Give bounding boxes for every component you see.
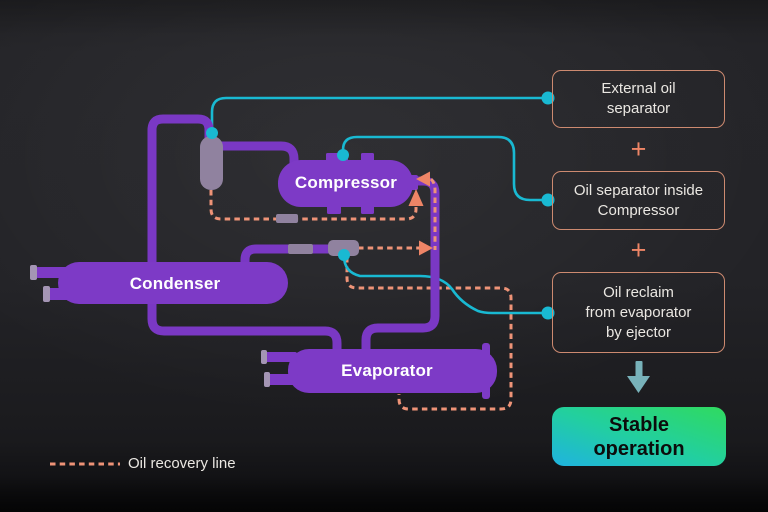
callout-line-oil-reclaim (342, 255, 542, 315)
plus-sign: + (630, 134, 647, 164)
separator-callout-dot (206, 127, 218, 139)
callout-text-line: separator (606, 100, 671, 117)
callout-box-oil-separator-inside-compressor: Oil separator inside Compressor (552, 171, 725, 230)
external-oil-separator-vessel (200, 136, 223, 190)
compressor-vessel (278, 153, 418, 214)
callout-text-line: Oil reclaim (603, 283, 674, 301)
oil-arrow-into-compressor-bottom (408, 189, 424, 206)
evaporator-label: Evaporator (341, 361, 433, 380)
oil-arrow-into-suction-pipe (419, 240, 433, 256)
oil-line-suction-riser (429, 177, 437, 250)
compressor-label: Compressor (294, 173, 398, 192)
pipe-separator-to-evaporator (147, 114, 342, 353)
callout-text-line: by ejector (605, 323, 672, 341)
callout-box-oil-reclaim-by-ejector: Oil reclaim from evaporator by ejector (552, 272, 725, 353)
legend-oil-recovery-line: Oil recovery line (128, 455, 236, 472)
oil-line-separator-to-compressor (209, 190, 418, 221)
box3-anchor-dot (541, 306, 555, 320)
callout-line-external-separator (210, 96, 542, 133)
callout-text-line: External oil (601, 80, 676, 97)
callout-text-line: Oil separator inside (573, 181, 704, 199)
condenser-label: Condenser (129, 274, 221, 293)
compressor-callout-dot (337, 149, 349, 161)
down-arrow-icon (627, 361, 650, 393)
evaporator-end-flange (482, 343, 490, 399)
ejector-callout-dot (338, 249, 350, 261)
callout-box-external-oil-separator: External oil separator (552, 70, 725, 128)
pipe-condenser-to-ejector (240, 244, 344, 267)
oil-line-fitting (276, 214, 298, 223)
plus-sign: + (630, 235, 647, 265)
callout-text-line: from evaporator (585, 303, 692, 321)
pipe-separator-to-compressor (220, 141, 299, 170)
callout-text-line: Compressor (597, 201, 680, 219)
oil-arrow-into-compressor-side (416, 171, 430, 187)
pipe-evaporator-to-compressor (361, 176, 440, 353)
box2-anchor-dot (541, 193, 555, 207)
ejector-body (328, 240, 359, 256)
result-text-line: Stable (608, 413, 670, 436)
box1-anchor-dot (541, 91, 555, 105)
condenser-vessel (30, 262, 288, 304)
compressor-suction-nozzle (407, 175, 418, 190)
liquid-line-fitting (288, 244, 313, 254)
stable-operation-badge: Stable operation (552, 407, 726, 466)
evaporator-vessel (261, 343, 497, 399)
callout-line-internal-separator (341, 135, 542, 202)
result-text-line: operation (593, 437, 685, 460)
oil-line-evaporator-to-ejector (345, 257, 513, 411)
